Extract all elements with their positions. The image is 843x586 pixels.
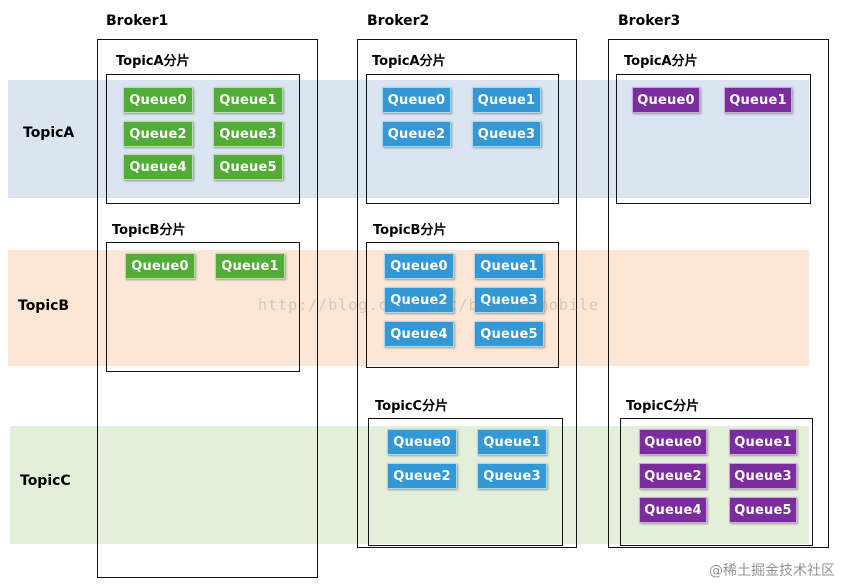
broker2-topic-a-shard-title: TopicA分片	[372, 54, 446, 69]
queue-box: Queue2	[382, 121, 451, 147]
queue-box: Queue1	[474, 253, 544, 279]
broker1-topic-a-shard-title: TopicA分片	[116, 54, 190, 69]
queue-box: Queue1	[472, 87, 541, 113]
blog-watermark: http://blog.csdn.net/binzhaomobile	[258, 296, 600, 314]
queue-box: Queue0	[632, 87, 700, 113]
queue-box: Queue1	[729, 429, 797, 455]
broker3-box	[608, 39, 829, 548]
queue-box: Queue3	[474, 287, 544, 313]
band-label-topic-b: TopicB	[18, 298, 70, 314]
broker3-title: Broker3	[618, 13, 681, 29]
queue-box: Queue3	[729, 463, 797, 489]
broker2-box	[357, 39, 577, 548]
queue-box: Queue1	[724, 87, 792, 113]
band-label-topic-c: TopicC	[20, 473, 71, 489]
queue-box: Queue4	[123, 154, 193, 180]
queue-box: Queue2	[639, 463, 707, 489]
queue-box: Queue2	[384, 287, 454, 313]
queue-box: Queue1	[215, 253, 285, 279]
queue-box: Queue0	[639, 429, 707, 455]
queue-box: Queue3	[472, 121, 541, 147]
broker2-topic-c-shard-title: TopicC分片	[375, 399, 449, 414]
queue-box: Queue5	[729, 497, 797, 523]
site-watermark: @稀土掘金技术社区	[709, 563, 835, 579]
broker1-title: Broker1	[106, 13, 169, 29]
queue-box: Queue0	[384, 253, 454, 279]
queue-box: Queue3	[213, 121, 283, 147]
queue-box: Queue2	[123, 121, 193, 147]
queue-box: Queue4	[639, 497, 707, 523]
broker3-topic-c-shard-title: TopicC分片	[626, 399, 700, 414]
broker1-topic-b-shard	[106, 242, 300, 372]
band-label-topic-a: TopicA	[23, 125, 75, 141]
broker2-title: Broker2	[367, 13, 430, 29]
queue-box: Queue0	[125, 253, 195, 279]
broker3-topic-c-shard	[620, 418, 813, 546]
queue-box: Queue0	[382, 87, 451, 113]
queue-box: Queue0	[123, 87, 193, 113]
queue-box: Queue4	[384, 321, 454, 347]
broker2-topic-c-shard	[368, 418, 563, 546]
queue-box: Queue1	[477, 429, 547, 455]
broker1-topic-a-shard	[106, 74, 300, 204]
queue-box: Queue5	[474, 321, 544, 347]
queue-box: Queue2	[387, 463, 457, 489]
queue-box: Queue0	[387, 429, 457, 455]
broker2-topic-a-shard	[366, 74, 559, 204]
queue-box: Queue1	[213, 87, 283, 113]
broker2-topic-b-shard	[366, 242, 559, 368]
queue-box: Queue5	[213, 154, 283, 180]
queue-box: Queue3	[477, 463, 547, 489]
broker3-topic-a-shard	[616, 74, 811, 204]
broker3-topic-a-shard-title: TopicA分片	[624, 54, 698, 69]
broker1-topic-b-shard-title: TopicB分片	[112, 223, 186, 238]
broker1-box	[97, 39, 318, 578]
broker2-topic-b-shard-title: TopicB分片	[373, 223, 447, 238]
